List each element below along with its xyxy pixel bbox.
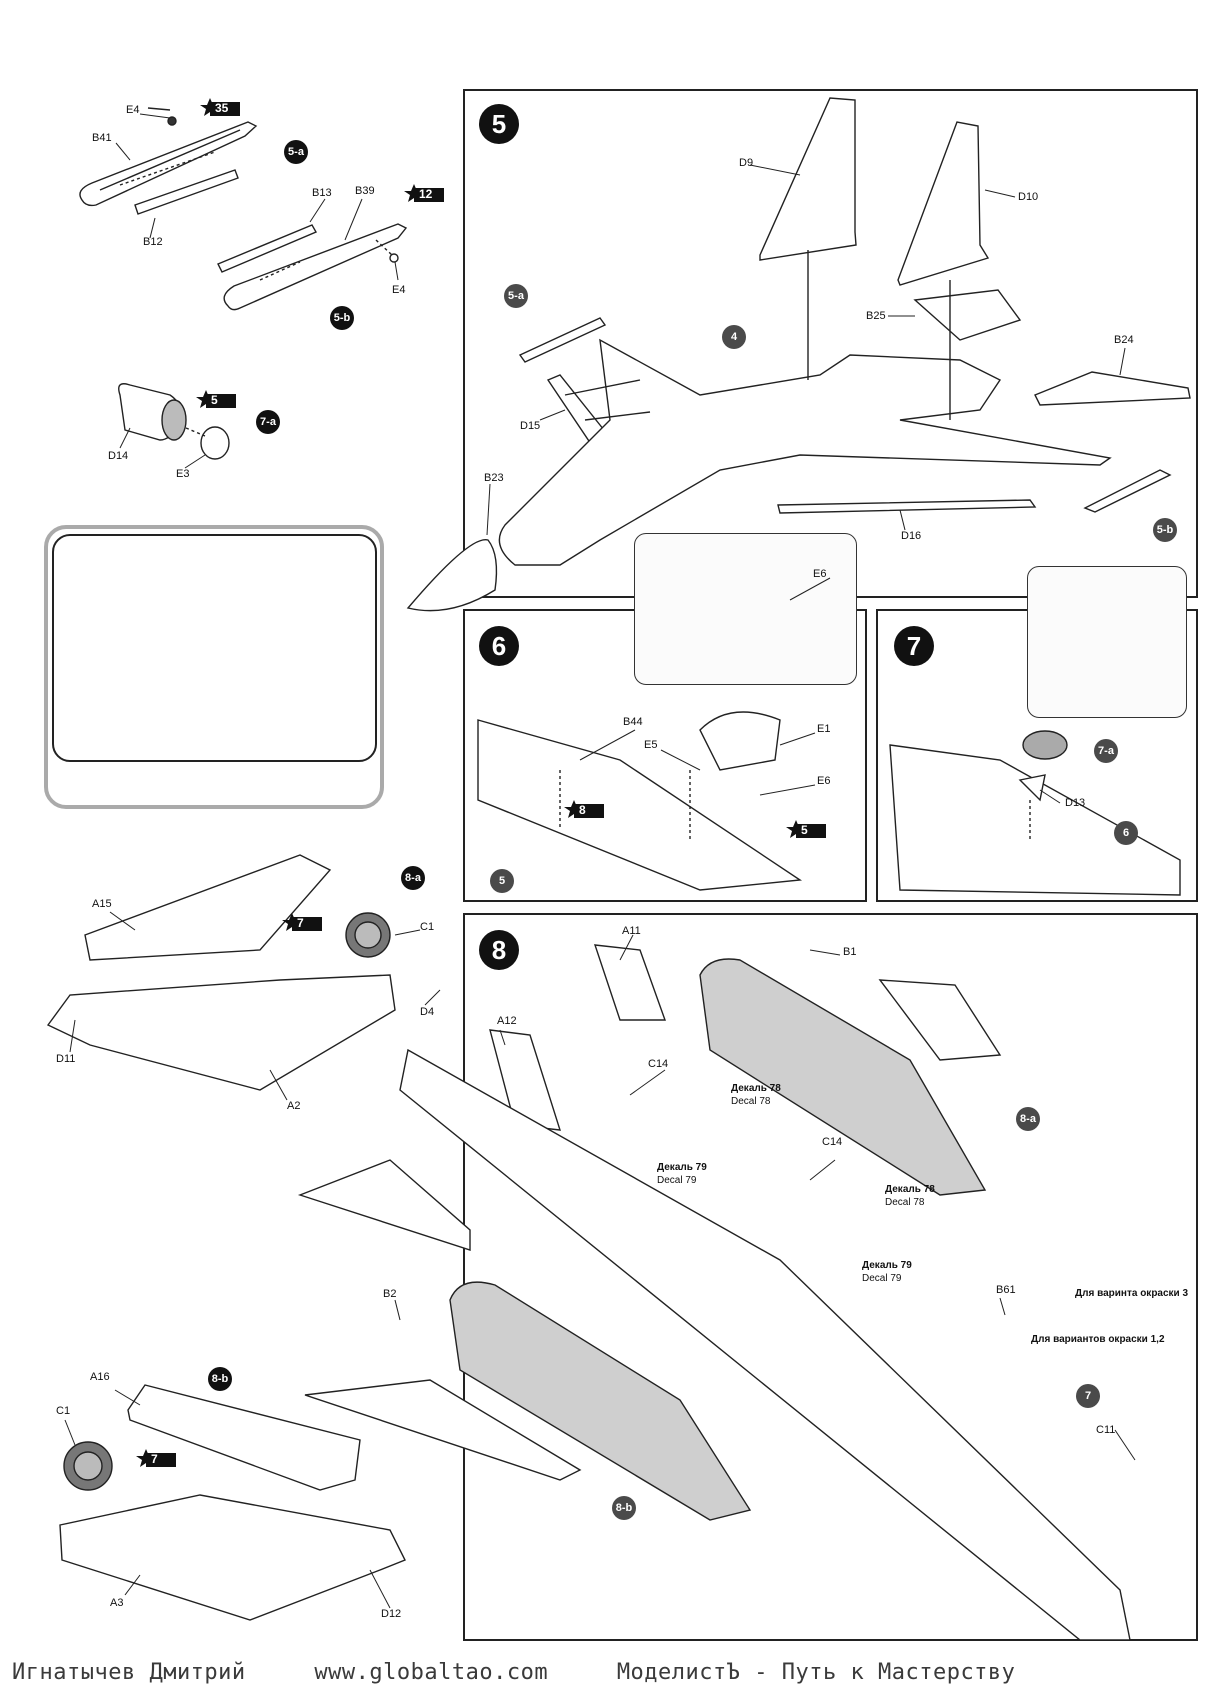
part-label-c1-bottom: C1 <box>56 1405 71 1417</box>
step5-ref-5b: 5-b <box>1153 518 1177 542</box>
step8-ref-8a: 8-a <box>1016 1107 1040 1131</box>
part-label-b41: B41 <box>92 132 112 144</box>
part-label-e6-detail: E6 <box>813 568 827 580</box>
part-label-d15: D15 <box>520 420 541 432</box>
part-label-e5: E5 <box>644 739 658 751</box>
subassembly-8a-badge: 8-a <box>401 866 425 890</box>
cockpit-detail-box <box>634 533 857 685</box>
part-label-d11: D11 <box>56 1053 76 1065</box>
footer-author: Игнатычев Дмитрий <box>12 1660 246 1685</box>
paint-number: 35 <box>215 101 229 115</box>
part-label-a16: A16 <box>90 1371 110 1383</box>
part-label-d13: D13 <box>1065 797 1086 809</box>
decal-79-ru-a: Декаль 79 <box>657 1162 707 1173</box>
step-5-panel <box>463 89 1198 598</box>
paint-star-35: 35 <box>200 98 240 120</box>
part-label-d9: D9 <box>739 157 754 169</box>
notes-frame-inner <box>52 534 377 762</box>
decal-78-ru-b: Декаль 78 <box>885 1184 935 1195</box>
part-label-b12: B12 <box>143 236 163 248</box>
decal-78-en-a: Decal 78 <box>731 1096 771 1107</box>
step7-ref-6: 6 <box>1114 821 1138 845</box>
subassembly-8a-drawing <box>46 854 396 1091</box>
subassembly-7a-badge: 7-a <box>256 410 280 434</box>
paint-star-12: 12 <box>404 184 444 206</box>
part-label-a15: A15 <box>92 898 112 910</box>
part-label-c11: C11 <box>1096 1424 1116 1436</box>
paint-star-5-step6: 5 <box>786 820 826 842</box>
part-label-a3: A3 <box>110 1597 124 1609</box>
pod-5b-drawing <box>217 223 408 311</box>
step-number-5: 5 <box>479 104 519 144</box>
part-label-e4-mid: E4 <box>392 284 406 296</box>
paint-number: 7 <box>151 1452 158 1466</box>
part-label-a2: A2 <box>287 1100 301 1112</box>
note-variant-3: Для варинта окраски 3 <box>1075 1288 1189 1299</box>
part-label-b23: B23 <box>484 472 504 484</box>
part-label-b25: B25 <box>866 310 886 322</box>
step6-ref-5: 5 <box>490 869 514 893</box>
part-label-c14-a: C14 <box>648 1058 669 1070</box>
subassembly-5a-badge: 5-a <box>284 140 308 164</box>
part-label-a11: A11 <box>622 925 641 937</box>
step8-ref-8b: 8-b <box>612 1496 636 1520</box>
step8-ref-7: 7 <box>1076 1384 1100 1408</box>
step-number-8: 8 <box>479 930 519 970</box>
paint-star-8: 8 <box>564 800 604 822</box>
step-number-6: 6 <box>479 626 519 666</box>
step-number-7: 7 <box>894 626 934 666</box>
subassembly-8b-drawing <box>59 1384 406 1621</box>
part-label-b39: B39 <box>355 185 375 197</box>
part-label-c14-b: C14 <box>822 1136 843 1148</box>
part-label-d10: D10 <box>1018 191 1039 203</box>
decal-79-en-a: Decal 79 <box>657 1175 697 1186</box>
paint-star-7-8b: 7 <box>136 1449 176 1471</box>
part-label-a12: A12 <box>497 1015 517 1027</box>
part-label-d14: D14 <box>108 450 129 462</box>
decal-79-en-b: Decal 79 <box>862 1273 902 1284</box>
subassembly-5b-badge: 5-b <box>330 306 354 330</box>
subassembly-8b-badge: 8-b <box>208 1367 232 1391</box>
paint-number: 5 <box>211 393 218 407</box>
paint-number: 12 <box>419 187 433 201</box>
footer-tagline: МоделистЪ - Путь к Мастерству <box>616 1660 1016 1685</box>
step-8-panel <box>463 913 1198 1641</box>
part-label-c1-top: C1 <box>420 921 435 933</box>
part-label-d12: D12 <box>381 1608 402 1620</box>
paint-number: 5 <box>801 823 808 837</box>
canopy-detail-box <box>1027 566 1187 718</box>
decal-78-en-b: Decal 78 <box>885 1197 925 1208</box>
pod-5a-drawing <box>79 107 258 215</box>
part-label-b13: B13 <box>312 187 332 199</box>
part-label-e4: E4 <box>126 104 140 116</box>
part-label-e1: E1 <box>817 723 831 735</box>
paint-number: 7 <box>297 916 304 930</box>
note-variants-1-2: Для вариантов окраски 1,2 <box>1031 1334 1165 1345</box>
part-label-b1: B1 <box>843 946 857 958</box>
part-label-b24: B24 <box>1114 334 1134 346</box>
footer-credits: Игнатычев Дмитрий www.globaltao.com Моде… <box>12 1660 1015 1685</box>
part-label-b44: B44 <box>623 716 643 728</box>
paint-star-5-top: 5 <box>196 390 236 412</box>
step5-ref-5a: 5-a <box>504 284 528 308</box>
part-label-d16: D16 <box>901 530 922 542</box>
part-label-e3: E3 <box>176 468 190 480</box>
part-label-b61: B61 <box>996 1284 1016 1296</box>
part-label-b2: B2 <box>383 1288 397 1300</box>
decal-79-ru-b: Декаль 79 <box>862 1260 912 1271</box>
part-label-d4: D4 <box>420 1006 435 1018</box>
paint-number: 8 <box>579 803 586 817</box>
part-label-e6: E6 <box>817 775 831 787</box>
paint-star-7-8a: 7 <box>282 913 322 935</box>
step5-ref-4: 4 <box>722 325 746 349</box>
footer-site-link[interactable]: www.globaltao.com <box>314 1660 549 1685</box>
decal-78-ru-a: Декаль 78 <box>731 1083 781 1094</box>
step7-ref-7a: 7-a <box>1094 739 1118 763</box>
